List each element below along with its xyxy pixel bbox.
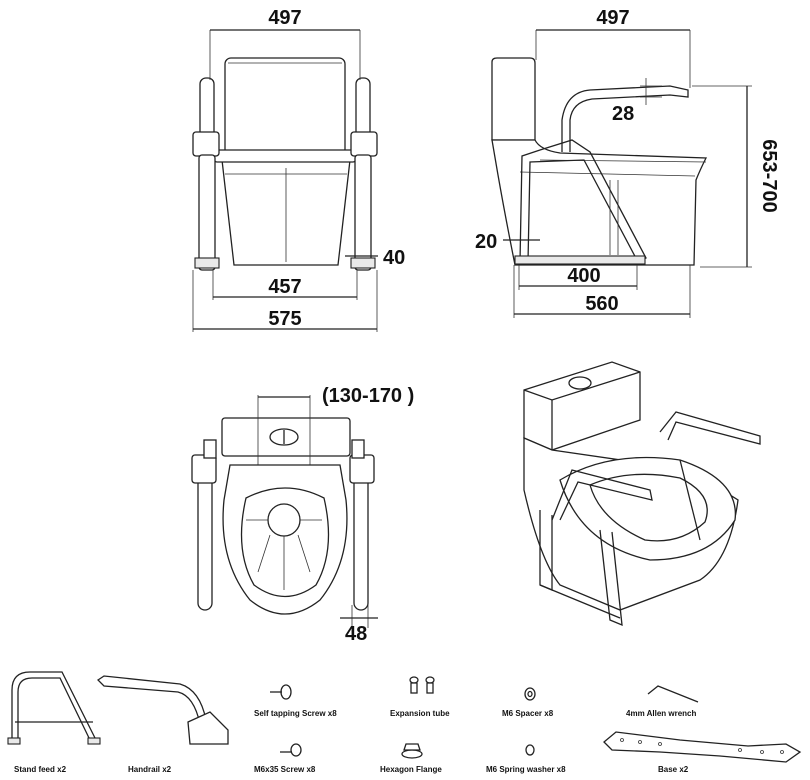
- part-label-m6-spacer: M6 Spacer x8: [502, 709, 554, 718]
- spacer-icon: [524, 687, 536, 701]
- stand-frame-icon: [7, 671, 101, 745]
- allen-wrench-icon: [647, 685, 699, 703]
- top-view: (130-170 ) 48: [191, 385, 414, 645]
- spring-washer-icon: [525, 744, 535, 756]
- self-tapping-screw-icon: [270, 684, 292, 700]
- part-label-expansion-tube: Expansion tube: [390, 709, 450, 718]
- front-leg-width-label: 40: [383, 247, 405, 269]
- side-base-depth-label: 400: [567, 265, 600, 287]
- base-plate-icon: [603, 731, 802, 763]
- part-label-base: Base x2: [658, 765, 689, 774]
- side-foot-offset-label: 20: [475, 231, 497, 253]
- front-width-inner-label: 457: [268, 276, 301, 298]
- front-width-total-label: 575: [268, 308, 301, 330]
- front-view: 497 457 575 40: [192, 7, 405, 332]
- side-view: 497 28 653-700 20 400 560: [475, 7, 780, 318]
- part-label-self-tapping-screw: Self tapping Screw x8: [254, 709, 337, 718]
- part-label-stand-feed: Stand feed x2: [14, 765, 67, 774]
- side-height-range-label: 653-700: [758, 139, 780, 212]
- side-total-depth-label: 560: [585, 293, 618, 315]
- isometric-view: [523, 361, 761, 627]
- parts-list: Stand feed x2 Handrail x2 Self tapping S…: [7, 671, 802, 774]
- hexagon-flange-icon: [401, 743, 423, 759]
- part-label-allen-wrench: 4mm Allen wrench: [626, 709, 697, 718]
- side-depth-top-label: 497: [596, 7, 629, 29]
- expansion-tube-icon: [409, 676, 435, 694]
- front-width-top-label: 497: [268, 7, 301, 29]
- part-label-handrail: Handrail x2: [128, 765, 172, 774]
- bolt-icon: [280, 743, 302, 757]
- handrail-icon: [96, 675, 229, 745]
- part-label-hexagon-flange: Hexagon Flange: [380, 765, 442, 774]
- side-handrail-drop-label: 28: [612, 103, 634, 125]
- part-label-m6-spring-washer: M6 Spring washer x8: [486, 765, 566, 774]
- top-leg-depth-label: 48: [345, 623, 367, 645]
- top-mount-range-label: (130-170 ): [322, 385, 414, 407]
- part-label-m6x35-screw: M6x35 Screw x8: [254, 765, 316, 774]
